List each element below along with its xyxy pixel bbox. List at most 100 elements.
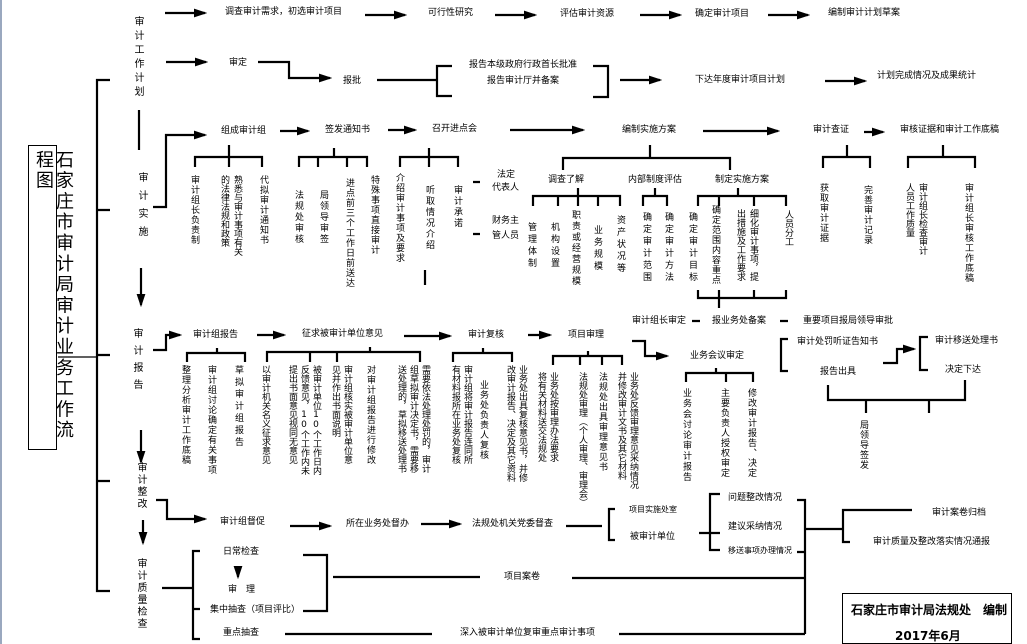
notice-item: 局领导审签	[318, 190, 328, 245]
central-check: 集中抽查（项目评比）	[210, 605, 301, 615]
chart-title-box: 石家庄市审计局审计业务工作流程图	[28, 145, 74, 450]
group-report-item: 草拟审计组报告	[233, 365, 243, 449]
make-item: 出措施及工作要求	[735, 209, 745, 281]
approval-step: 重要项目报局领导审批	[803, 316, 894, 326]
trial-item: 业务处按审理办法要求	[548, 372, 558, 462]
meeting: 召开进点会	[432, 124, 478, 134]
trial-item: 将有关材料送交法规处	[536, 372, 546, 462]
section-plan: 审计工作计划	[132, 16, 143, 100]
opinion-item: 以审计机关名义征求意见	[260, 365, 270, 464]
recheck: 审计复核	[468, 330, 505, 340]
rectify-output: 审计案卷归档	[932, 508, 987, 518]
opinion-item: 见并作出书面说明	[330, 365, 340, 437]
biz-meeting: 业务会议审定	[690, 351, 745, 361]
plan-step: 确定审计项目	[695, 9, 750, 19]
finance-manager: 财务主	[492, 216, 520, 226]
form-group-item: 的法律法规和政策	[219, 175, 229, 247]
section-report: 审计报告	[131, 328, 142, 396]
section-quality: 审计质量检查	[135, 558, 146, 630]
group-report: 审计组报告	[193, 330, 239, 340]
credit-org: 石家庄市审计局法规处 编制	[851, 603, 1008, 617]
recheck-item: 审计组将审计报告连同所	[462, 365, 472, 464]
opinion-item: 需要依法处理处罚的，审计	[420, 365, 430, 473]
hearing-notice: 审计处罚听证告知书	[797, 337, 879, 347]
verify-item: 获取审计证据	[818, 183, 828, 243]
report-issue: 报告出具	[820, 367, 857, 377]
plan-step: 可行性研究	[428, 8, 474, 18]
notice-item: 法规处审核	[293, 190, 303, 245]
survey-item: 业务规模	[592, 225, 602, 273]
key-check: 重点抽查	[223, 628, 260, 638]
internal-eval: 内部制度评估	[628, 175, 683, 185]
rectify-step: 法规处机关党委督查	[472, 519, 554, 529]
notice-item: 进点前三个工作日前送达	[344, 178, 354, 288]
plan-issue: 下达年度审计项目计划	[695, 75, 786, 85]
plan-report-dept: 报告审计厅并备案	[487, 76, 560, 86]
trial-item: 并修改审计文书及其它材料	[616, 372, 626, 480]
survey-item: 机构设置	[549, 222, 559, 270]
plan-report-gov: 报告本级政府行政首长批准	[469, 60, 578, 70]
make-item: 确定范围内容重点	[710, 205, 720, 285]
opinion-item: 组草拟审计决定书，需要移	[408, 365, 418, 473]
verify: 审计查证	[813, 125, 850, 135]
chart-title: 石家庄市审计局审计业务工作流程图	[33, 150, 74, 442]
rectify-unit: 项目实施处室	[629, 505, 677, 514]
main-bracket	[95, 78, 110, 593]
notice-item: 特殊事项直接审计	[369, 175, 379, 255]
opinion-item: 提出书面意见视同无意见	[287, 365, 297, 464]
opinion-item: 送处理的，草拟移送处理书	[396, 365, 406, 473]
form-group-item: 熟悉与审计事项有关	[232, 175, 242, 256]
survey: 调查了解	[548, 175, 585, 185]
make-item: 人员分工	[783, 210, 793, 246]
approval-step: 审计组长审定	[632, 316, 687, 326]
notice: 签发通知书	[325, 125, 371, 135]
plan-step: 评估审计资源	[560, 9, 615, 19]
finance-manager: 管人员	[492, 231, 520, 241]
recheck-item: 业务处出具复核意见书，并修	[517, 365, 527, 482]
trial-item: 法规处审理（个人审理、审理会）	[577, 372, 587, 507]
group-report-item: 审计组讨论确定有关事项	[206, 365, 216, 475]
meeting-item: 听取情况介绍	[424, 185, 434, 251]
legal-rep: 法定	[497, 170, 516, 180]
transfer-doc: 审计移送处理书	[935, 336, 999, 346]
opinion-item: 审计组核实被审计单位意	[342, 365, 352, 464]
rectify-output: 审计质量及整改落实情况通报	[873, 537, 991, 547]
opinion-item: 被审计单位10个工作日内	[311, 365, 321, 475]
rectify-step: 审计组督促	[220, 517, 266, 527]
survey-item: 管理体制	[526, 222, 536, 270]
meeting-item: 介绍审计事项及要求	[394, 173, 404, 263]
decision-issue: 决定下达	[945, 365, 982, 375]
plan-submit: 报批	[343, 76, 362, 86]
trial-item: 法规处出具审理意见书	[597, 372, 607, 472]
make-plan: 制定实施方案	[715, 175, 770, 185]
recheck-item: 有材料报所在业务处复核	[450, 365, 460, 464]
quality-trial: 审 理	[228, 585, 256, 595]
evidence-review-item: 审计组长审核工作底稿	[963, 183, 973, 283]
plan-step: 编制审计计划草案	[828, 8, 901, 18]
plan-stats: 计划完成情况及成果统计	[877, 71, 977, 81]
credit-box: 石家庄市审计局法规处 编制 2017年6月	[842, 593, 1012, 644]
evidence-review: 审核证据和审计工作底稿	[900, 125, 1000, 135]
meeting-item: 审计承诺	[452, 185, 462, 229]
project-archive: 项目案卷	[504, 572, 541, 582]
rectify-step: 所在业务处督办	[346, 519, 410, 529]
opinion: 征求被审计单位意见	[302, 329, 384, 339]
survey-item: 职责或经营规模	[570, 210, 580, 287]
plan-review: 审定	[229, 58, 248, 68]
form-group-item: 代拟审计通知书	[258, 175, 268, 245]
make-item: 确定审计目标	[687, 212, 697, 284]
section-rectify: 审计整改	[135, 462, 146, 510]
rectify-status: 问题整改情况	[728, 493, 783, 503]
legal-rep: 代表人	[492, 183, 520, 193]
credit-date: 2017年6月	[895, 629, 961, 643]
key-check-desc: 深入被审计单位复审重点审计事项	[460, 628, 596, 638]
form-group: 组成审计组	[221, 126, 267, 136]
trial: 项目审理	[568, 330, 605, 340]
internal-item: 确定审计方法	[663, 212, 673, 284]
biz-meeting-item: 修改审计报告、决定	[746, 388, 756, 478]
evidence-review-item: 审计组长检查审计	[917, 183, 927, 255]
opinion-item: 反馈意见，10个工作内未	[299, 365, 309, 475]
make-item: 细化审计事项，提	[748, 209, 758, 281]
recheck-item: 改审计报告、决定及其它资料	[505, 365, 515, 482]
